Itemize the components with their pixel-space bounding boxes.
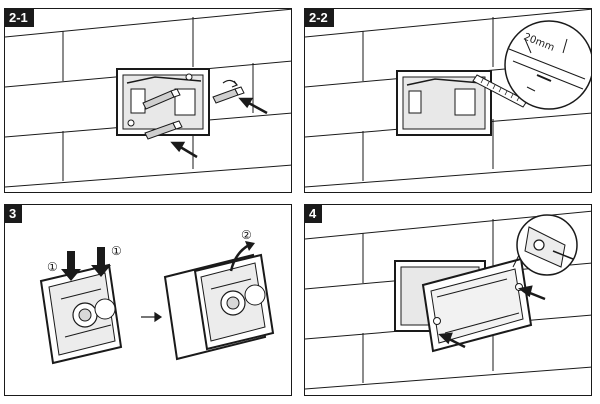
frame-before bbox=[39, 263, 123, 365]
push-arrow-bottom bbox=[438, 332, 466, 349]
panel-2-2-illustration: 20mm bbox=[305, 9, 591, 188]
wall-anchor-top-left bbox=[142, 88, 181, 110]
insert-arrow-bottom bbox=[170, 141, 198, 159]
panel-2-1-illustration bbox=[5, 9, 291, 188]
cover-plate bbox=[421, 257, 533, 353]
mounting-screw-left bbox=[433, 317, 441, 325]
wall-anchor-bottom-left bbox=[144, 120, 183, 140]
panel-3: 3 ① ① bbox=[4, 204, 292, 396]
push-arrow-top bbox=[518, 285, 546, 301]
step-marker-1a: ① bbox=[47, 260, 58, 274]
panel-4-illustration bbox=[305, 210, 591, 390]
press-arrow-left bbox=[61, 251, 81, 281]
magnifier-callout bbox=[504, 20, 591, 110]
panel-4: 4 bbox=[304, 204, 592, 396]
panel-3-illustration: ① ① ② bbox=[39, 228, 275, 365]
panel-2-1-label: 2-1 bbox=[5, 9, 34, 27]
lift-arrow bbox=[229, 243, 250, 272]
frame-after bbox=[163, 253, 275, 361]
transition-arrow bbox=[141, 311, 163, 323]
rotation-arrow bbox=[222, 79, 238, 88]
lift-arrow-head bbox=[245, 241, 255, 251]
panel-2-2: 2-2 bbox=[304, 8, 592, 193]
panel-4-label: 4 bbox=[305, 205, 323, 223]
panel-2-2-label: 2-2 bbox=[305, 9, 334, 27]
step-marker-1b: ① bbox=[111, 244, 122, 258]
insert-arrow-top bbox=[238, 97, 268, 115]
detail-callout bbox=[512, 214, 578, 276]
step-marker-2: ② bbox=[241, 228, 252, 242]
press-arrow-right bbox=[91, 247, 111, 277]
flush-frame bbox=[116, 68, 210, 136]
panel-3-label: 3 bbox=[5, 205, 23, 223]
panel-2-1: 2-1 bbox=[4, 8, 292, 193]
flush-frame bbox=[396, 70, 492, 136]
wall-anchor-right bbox=[212, 86, 245, 104]
